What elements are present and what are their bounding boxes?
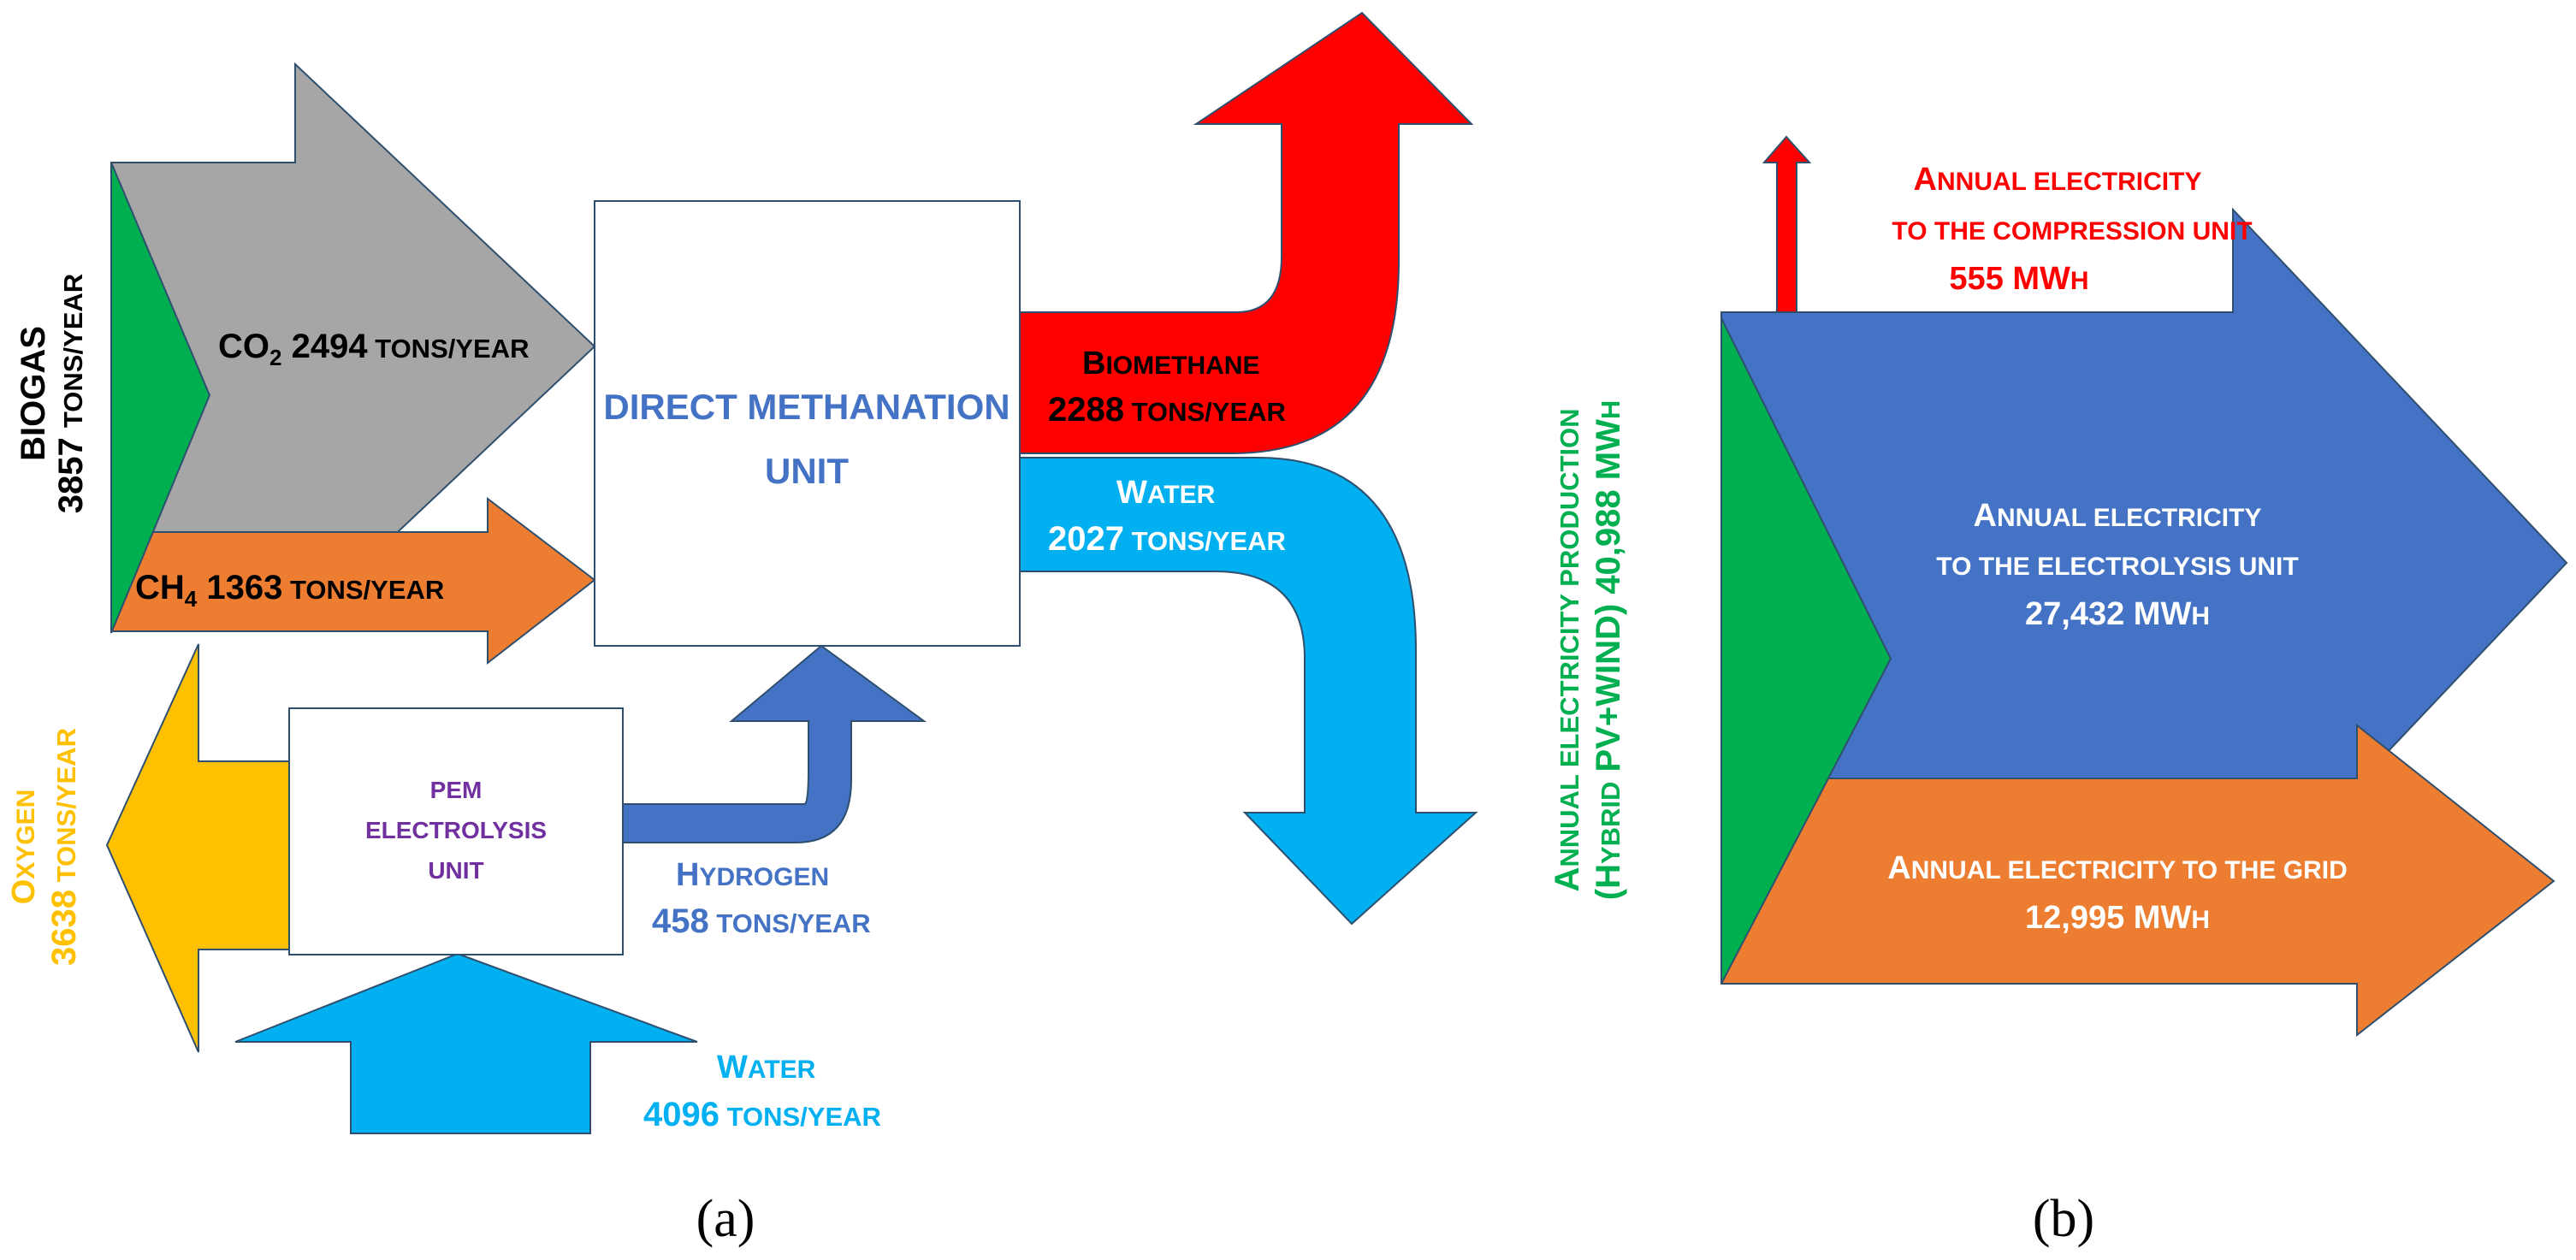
water-out-value: 2027 TONS/YEAR	[1048, 520, 1286, 558]
oxygen-arrow	[105, 643, 290, 1053]
co2-label: CO2 2494 TONS/YEAR	[218, 328, 529, 370]
methanation-unit-box	[594, 200, 1021, 647]
caption-b: (b)	[2033, 1190, 2094, 1248]
water-out-label: WATER	[1116, 475, 1216, 511]
methanation-unit-line2: UNIT	[765, 451, 849, 491]
ch4-arrow	[110, 496, 596, 665]
water-in-label: WATER	[717, 1050, 816, 1085]
electrolysis-electricity-value: 27,432 MWH	[2025, 596, 2210, 632]
biomethane-label: BIOMETHANE	[1082, 346, 1259, 382]
production-label-line2: (HYBRID PV+WIND) 40,988 MWH	[1590, 400, 1627, 901]
oxygen-value: 3638 TONS/YEAR	[45, 728, 83, 966]
grid-label: ANNUAL ELECTRICITY TO THE GRID	[1887, 850, 2347, 886]
panel-b: ANNUAL ELECTRICITY PRODUCTION (HYBRID PV…	[1549, 135, 2568, 1248]
grid-arrow	[1720, 723, 2555, 1038]
grid-value: 12,995 MWH	[2025, 900, 2210, 936]
electrolysis-unit-line2: ELECTROLYSIS	[365, 817, 547, 843]
electrolysis-unit-line3: UNIT	[428, 857, 483, 884]
production-label-line1: ANNUAL ELECTRICITY PRODUCTION	[1549, 408, 1586, 891]
electrolysis-electricity-line2: TO THE ELECTROLYSIS UNIT	[1936, 553, 2298, 581]
hydrogen-value: 458 TONS/YEAR	[652, 902, 871, 940]
biogas-value: 3857 TONS/YEAR	[52, 274, 90, 513]
biomethane-value: 2288 TONS/YEAR	[1048, 391, 1286, 429]
electrolysis-unit-line1: PEM	[430, 777, 483, 803]
compression-label-line2: TO THE COMPRESSION UNIT	[1892, 217, 2252, 245]
hydrogen-arrow	[622, 644, 927, 843]
methanation-unit-line1: DIRECT METHANATION	[603, 387, 1010, 427]
biogas-label: BIOGAS	[15, 326, 52, 461]
ch4-label: CH4 1363 TONS/YEAR	[135, 569, 444, 612]
biomethane-arrow	[1019, 11, 1474, 454]
compression-arrow	[1720, 135, 1812, 339]
caption-a: (a)	[696, 1190, 755, 1248]
water-in-value: 4096 TONS/YEAR	[643, 1096, 881, 1133]
compression-value: 555 MWH	[1949, 261, 2088, 297]
electrolysis-electricity-line1: ANNUAL ELECTRICITY	[1974, 498, 2262, 534]
production-triangle	[1720, 317, 1892, 985]
biogas-triangle	[110, 162, 211, 634]
panel-a: BIOGAS 3857 TONS/YEAR CO2 2494 TONS/YEAR…	[6, 11, 1478, 1248]
hydrogen-label: HYDROGEN	[676, 857, 829, 893]
water-in-arrow	[234, 952, 698, 1134]
water-out-arrow	[1019, 457, 1478, 926]
oxygen-label: OXYGEN	[6, 790, 42, 905]
electrolysis-unit-box	[288, 707, 624, 955]
compression-label-line1: ANNUAL ELECTRICITY	[1914, 162, 2202, 198]
